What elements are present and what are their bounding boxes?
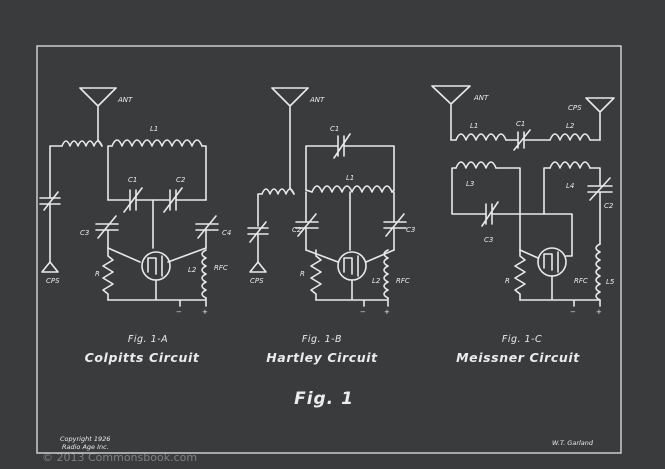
- label-a-l2: L2: [188, 266, 197, 274]
- return-bus-b: [315, 279, 389, 307]
- capacitor-c1-c: [450, 129, 551, 151]
- choke-rfc-a: [201, 249, 207, 299]
- antenna-coil-lead-a: [49, 139, 103, 199]
- coil-l4-c: [549, 161, 591, 169]
- return-bus-a: [107, 279, 207, 307]
- antenna-symbol-a: [79, 87, 117, 141]
- title-hartley: Hartley Circuit: [266, 350, 378, 365]
- label-a-ant: ANT: [117, 96, 133, 104]
- label-a-r: R: [95, 270, 100, 278]
- svg-text:−: −: [176, 308, 182, 316]
- coil-l3-c: [455, 161, 497, 169]
- label-b-c1: C1: [330, 125, 339, 133]
- antenna-coil-a: [61, 140, 103, 147]
- label-b-rfc: RFC: [396, 277, 410, 285]
- cps-antenna-c: [585, 97, 615, 141]
- svg-text:+: +: [384, 308, 390, 316]
- label-c-l1: L1: [470, 122, 478, 130]
- label-a-l1: L1: [150, 125, 158, 133]
- tube-elements-c: [519, 213, 573, 273]
- capacitor-c4-a: [195, 215, 219, 239]
- label-b-r: R: [300, 270, 305, 278]
- antenna-coil-b: [261, 188, 295, 195]
- coil-l1-c: [455, 133, 507, 141]
- capacitors-c1-c2-a: [107, 189, 207, 211]
- capacitor-c3-b: [383, 191, 407, 251]
- coil-l2-c: [549, 133, 601, 141]
- tap-wire-b: [305, 189, 395, 251]
- label-c-l2: L2: [566, 122, 575, 130]
- hartley-circuit: ANT CPS C1 L1 C2 C3 R L2 RFC − +: [247, 87, 415, 316]
- cps-capacitor-b: [247, 221, 269, 263]
- coil-l5-c: [595, 243, 601, 301]
- svg-text:−: −: [570, 308, 576, 316]
- label-c-c2: C2: [604, 202, 614, 210]
- tube-grid-plate-a: [107, 247, 207, 263]
- label-c-l4: L4: [566, 182, 574, 190]
- label-b-ant: ANT: [309, 96, 325, 104]
- title-colpitts: Colpitts Circuit: [85, 350, 200, 365]
- artist-signature: W.T. Garland: [552, 439, 594, 447]
- label-c-c1: C1: [516, 120, 525, 128]
- wiring-c: [451, 167, 601, 251]
- ground-symbol-a: [41, 261, 59, 273]
- watermark-text: © 2013 Commonsbook.com: [42, 451, 197, 464]
- label-b-cps: CPS: [250, 277, 264, 285]
- capacitor-c2-c: [587, 177, 613, 245]
- cps-capacitor-a: [39, 191, 61, 263]
- antenna-symbol-b: [271, 87, 309, 189]
- label-a-c3: C3: [80, 229, 89, 237]
- caption-fig-1a: Fig. 1-A: [128, 334, 168, 345]
- svg-text:+: +: [202, 308, 208, 316]
- capacitor-c3-a: [95, 215, 119, 239]
- capacitor-c3-c: [481, 201, 521, 227]
- tank-coil-l1-b: [311, 185, 393, 193]
- antenna-symbol-c: [431, 85, 471, 141]
- label-c-r: R: [505, 277, 510, 285]
- svg-text:+: +: [596, 308, 602, 316]
- variable-arrows-a: [123, 187, 183, 213]
- caption-fig-1c: Fig. 1-C: [502, 334, 542, 345]
- tube-elements-a: [147, 255, 163, 277]
- sheet-border: [36, 45, 622, 454]
- label-c-l3: L3: [466, 180, 474, 188]
- resistor-r-c: [514, 249, 526, 301]
- colpitts-circuit: ANT CPS L1 C1 C2 C3 C4 R L2 RFC: [39, 87, 231, 316]
- copyright-line-2: Radio Age Inc.: [62, 443, 109, 451]
- ground-symbol-b: [249, 261, 267, 273]
- label-a-c1: C1: [128, 176, 137, 184]
- copyright-line-1: Copyright 1926: [60, 435, 110, 443]
- label-a-c2: C2: [176, 176, 186, 184]
- meissner-circuit: ANT CPS L1 C1 L2 L3 L4 C2 C3 R RFC L5 − …: [431, 85, 615, 316]
- label-a-cps: CPS: [46, 277, 60, 285]
- tube-elements-b: [305, 249, 395, 277]
- label-a-c4: C4: [222, 229, 231, 237]
- label-c-cps: CPS: [568, 104, 582, 112]
- choke-rfc-b: [383, 249, 389, 299]
- caption-fig-1b: Fig. 1-B: [302, 334, 342, 345]
- label-b-c2: C2: [292, 226, 302, 234]
- label-b-l1: L1: [346, 174, 354, 182]
- capacitor-c2-b: [295, 191, 319, 251]
- tank-leads-a: [107, 145, 207, 201]
- capacitor-c1-b: [305, 133, 395, 191]
- label-b-l2: L2: [372, 277, 381, 285]
- label-c-ant: ANT: [473, 94, 489, 102]
- svg-text:−: −: [360, 308, 366, 316]
- label-a-rfc: RFC: [214, 264, 228, 272]
- label-c-l5: L5: [606, 278, 615, 286]
- antenna-lead-b: [257, 187, 295, 227]
- label-b-c3: C3: [406, 226, 415, 234]
- return-bus-c: [519, 275, 601, 307]
- title-meissner: Meissner Circuit: [456, 350, 580, 365]
- tank-coil-l1-a: [111, 139, 203, 147]
- cap-leads-a: [107, 229, 207, 249]
- resistor-r-b: [310, 249, 322, 301]
- label-c-c3: C3: [484, 236, 493, 244]
- label-c-rfc: RFC: [574, 277, 588, 285]
- resistor-r-a: [102, 247, 114, 301]
- main-figure-caption: Fig. 1: [294, 389, 354, 409]
